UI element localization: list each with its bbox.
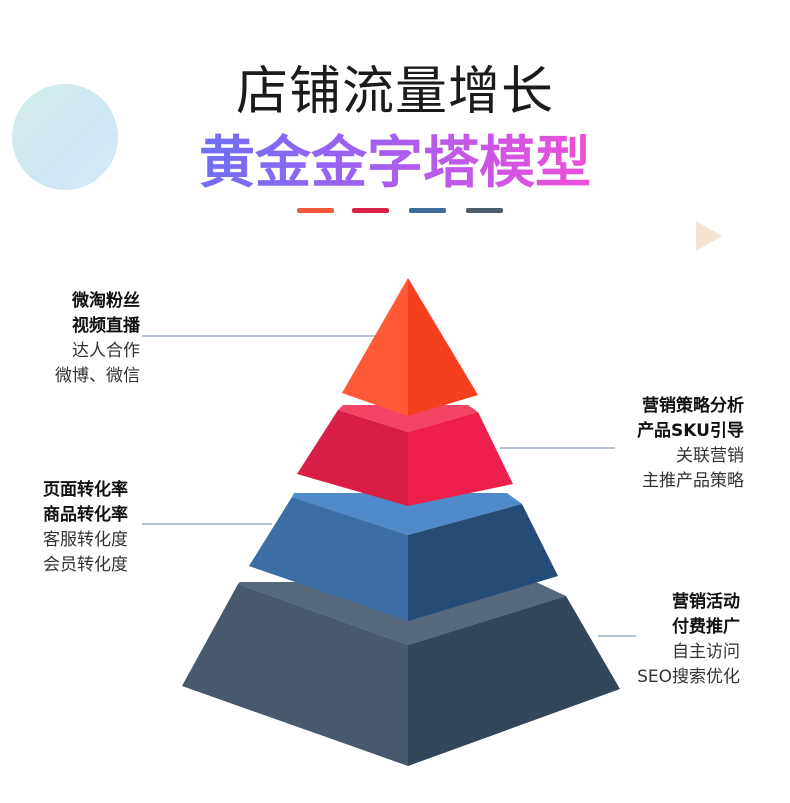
tier-3-right-face — [408, 504, 558, 621]
label-tier-4-bold-1: 营销活动 — [672, 592, 740, 612]
label-tier-4-bold-2: 付费推广 — [672, 617, 740, 637]
tier-3-left-face — [249, 497, 408, 621]
label-tier-1-text-1: 达人合作 — [72, 341, 140, 361]
label-tier-2-text-1: 关联营销 — [676, 446, 744, 466]
title-line-2: 黄金金字塔模型 — [0, 130, 790, 198]
label-tier-4: 营销活动 付费推广 自主访问 SEO搜索优化 — [637, 590, 740, 690]
label-tier-3-bold-1: 页面转化率 — [43, 480, 128, 500]
label-tier-3-text-1: 客服转化度 — [43, 530, 128, 550]
tier-1-left-face — [342, 278, 408, 416]
accent-dash-3 — [409, 208, 446, 213]
title-line-2-text: 黄金金字塔模型 — [199, 131, 591, 196]
label-tier-4-text-1: 自主访问 — [672, 642, 740, 662]
tier-4-right-face — [408, 596, 620, 766]
tier-2-top-face — [338, 405, 478, 432]
tier-2-left-face — [297, 410, 408, 506]
accent-dashes — [0, 208, 790, 214]
label-tier-1-bold-2: 视频直播 — [72, 316, 140, 336]
label-tier-2: 营销策略分析 产品SKU引导 关联营销 主推产品策略 — [637, 394, 744, 494]
decorative-bubble — [12, 84, 118, 190]
title-line-1: 店铺流量增长 — [235, 62, 554, 122]
label-tier-1-text-2: 微博、微信 — [55, 366, 140, 386]
tier-4-left-face — [182, 584, 408, 766]
label-tier-3: 页面转化率 商品转化率 客服转化度 会员转化度 — [43, 478, 128, 578]
tier-1-right-face — [408, 278, 478, 416]
label-tier-3-text-2: 会员转化度 — [43, 555, 128, 575]
label-tier-2-bold-2: 产品SKU引导 — [637, 421, 744, 441]
accent-dash-4 — [466, 208, 503, 213]
label-tier-3-bold-2: 商品转化率 — [43, 505, 128, 525]
accent-dash-1 — [297, 208, 334, 213]
label-tier-4-text-2: SEO搜索优化 — [637, 667, 740, 687]
tier-2-right-face — [408, 412, 513, 506]
label-tier-2-text-2: 主推产品策略 — [642, 471, 744, 491]
label-tier-2-bold-1: 营销策略分析 — [642, 396, 744, 416]
tier-3-top-face — [292, 493, 522, 535]
label-tier-1-bold-1: 微淘粉丝 — [72, 291, 140, 311]
label-tier-1: 微淘粉丝 视频直播 达人合作 微博、微信 — [55, 289, 140, 389]
play-triangle-icon — [696, 221, 722, 251]
accent-dash-2 — [352, 208, 389, 213]
